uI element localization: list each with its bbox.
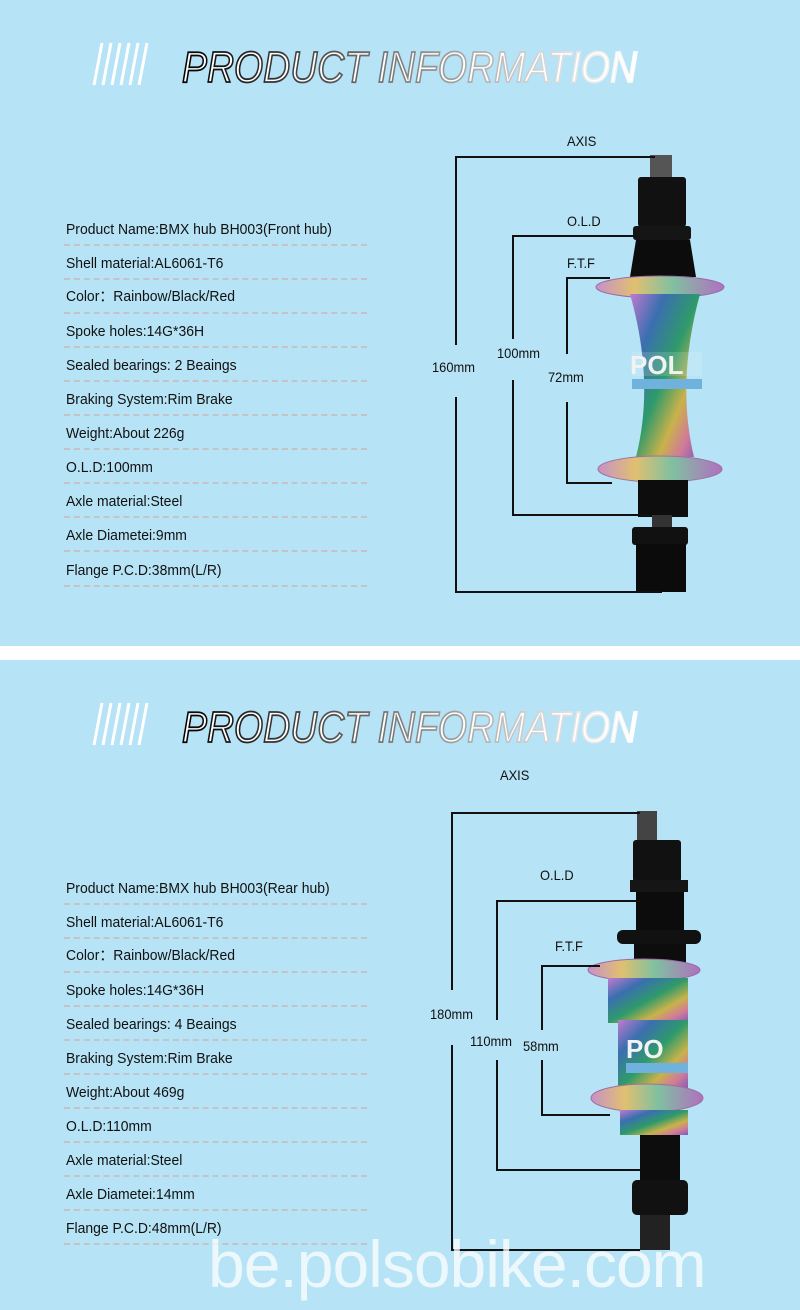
spec-row: Shell material:AL6061-T6 — [64, 248, 367, 282]
front-hub-panel: PRODUCT INFORMATION Product Name:BMX hub… — [0, 0, 800, 646]
spec-row: Axle Diametei:9mm — [64, 520, 367, 554]
axis-value: 180mm — [430, 1006, 473, 1022]
spec-row: Flange P.C.D:38mm(L/R) — [64, 555, 367, 589]
spec-row: Axle material:Steel — [64, 1145, 367, 1179]
front-hub-image: POL — [595, 155, 725, 592]
spec-text: Product Name:BMX hub BH003(Front hub) — [66, 221, 332, 238]
spec-row: Sealed bearings: 2 Beaings — [64, 350, 367, 384]
old-label: O.L.D — [540, 867, 574, 883]
axis-label: AXIS — [567, 133, 597, 149]
ftf-value: 72mm — [548, 369, 584, 385]
spec-text: Weight:About 226g — [66, 425, 185, 442]
brand-logo: POL — [630, 350, 684, 380]
old-label: O.L.D — [567, 213, 601, 229]
spec-text: Flange P.C.D:38mm(L/R) — [66, 562, 222, 579]
spec-row: Weight:About 469g — [64, 1077, 367, 1111]
spec-row: Color：Rainbow/Black/Red — [64, 941, 367, 975]
title-text: PRODUCT INFORMATION — [182, 43, 637, 92]
rear-hub-diagram: PO — [451, 811, 704, 1251]
spec-text: Axle Diametei:9mm — [66, 527, 187, 544]
spec-text: Shell material:AL6061-T6 — [66, 914, 224, 931]
rear-hub-panel: PRODUCT INFORMATION Product Name:BMX hub… — [0, 660, 800, 1310]
spec-row: O.L.D:100mm — [64, 452, 367, 486]
spec-row: Flange P.C.D:48mm(L/R) — [64, 1213, 367, 1247]
spec-row: Axle Diametei:14mm — [64, 1179, 367, 1213]
spec-text: Product Name:BMX hub BH003(Rear hub) — [66, 880, 330, 897]
axis-label: AXIS — [500, 767, 530, 783]
spec-row: Shell material:AL6061-T6 — [64, 907, 367, 941]
ftf-value: 58mm — [523, 1038, 559, 1054]
rear-hub-image: PO — [587, 811, 704, 1250]
section-separator — [0, 646, 800, 660]
dimension-lines — [451, 812, 640, 1251]
spec-text: Braking System:Rim Brake — [66, 391, 233, 408]
spec-text: Spoke holes:14G*36H — [66, 323, 205, 340]
old-value: 110mm — [470, 1033, 513, 1049]
brand-logo: PO — [626, 1034, 664, 1064]
spec-row: Axle material:Steel — [64, 486, 367, 520]
dimension-lines — [455, 156, 662, 593]
stripes-icon — [92, 42, 149, 86]
spec-row: Spoke holes:14G*36H — [64, 975, 367, 1009]
spec-row: Weight:About 226g — [64, 418, 367, 452]
spec-row: Sealed bearings: 4 Beaings — [64, 1009, 367, 1043]
spec-text: O.L.D:100mm — [66, 459, 153, 476]
section-title: PRODUCT INFORMATION — [92, 702, 638, 753]
spec-text: Axle Diametei:14mm — [66, 1186, 195, 1203]
spec-text: O.L.D:110mm — [66, 1118, 152, 1135]
spec-row: Braking System:Rim Brake — [64, 1043, 367, 1077]
watermark: be.polsobike.com — [208, 1227, 707, 1301]
spec-row: Braking System:Rim Brake — [64, 384, 367, 418]
spec-text: Spoke holes:14G*36H — [66, 982, 205, 999]
stripes-icon — [92, 702, 149, 746]
spec-text: Braking System:Rim Brake — [66, 1050, 233, 1067]
spec-text: Shell material:AL6061-T6 — [66, 255, 224, 272]
axis-value: 160mm — [432, 359, 475, 375]
spec-text: Color：Rainbow/Black/Red — [66, 947, 236, 964]
ftf-label: F.T.F — [567, 255, 595, 271]
spec-text: Sealed bearings: 4 Beaings — [66, 1016, 237, 1033]
spec-row: O.L.D:110mm — [64, 1111, 367, 1145]
front-hub-diagram: POL — [455, 155, 725, 593]
ftf-label: F.T.F — [555, 938, 583, 954]
spec-text: Axle material:Steel — [66, 493, 183, 510]
spec-row: Product Name:BMX hub BH003(Front hub) — [64, 214, 367, 248]
spec-row: Product Name:BMX hub BH003(Rear hub) — [64, 873, 367, 907]
spec-text: Sealed bearings: 2 Beaings — [66, 357, 237, 374]
section-title: PRODUCT INFORMATION — [92, 42, 638, 93]
title-text: PRODUCT INFORMATION — [182, 703, 637, 752]
spec-row: Spoke holes:14G*36H — [64, 316, 367, 350]
old-value: 100mm — [497, 345, 540, 361]
spec-text: Weight:About 469g — [66, 1084, 185, 1101]
spec-text: Color：Rainbow/Black/Red — [66, 288, 236, 305]
spec-text: Flange P.C.D:48mm(L/R) — [66, 1220, 222, 1237]
spec-text: Axle material:Steel — [66, 1152, 183, 1169]
spec-row: Color：Rainbow/Black/Red — [64, 282, 367, 316]
